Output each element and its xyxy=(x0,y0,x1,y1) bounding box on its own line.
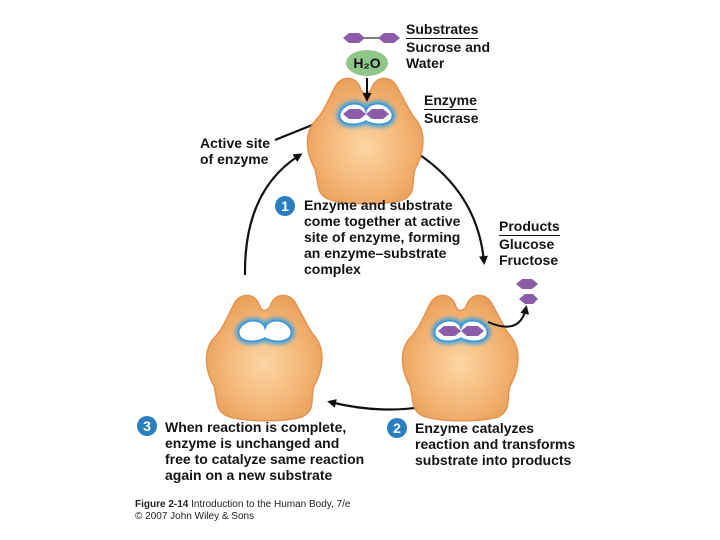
arrow-enzyme-to-products xyxy=(419,154,488,265)
product-glucose-free xyxy=(516,279,538,289)
products-label: Products Glucose Fructose xyxy=(499,218,560,268)
step-2-badge: 2 xyxy=(387,418,407,438)
step-3-line: again on a new substrate xyxy=(165,467,333,483)
active-site-cavity-top xyxy=(339,103,393,126)
substrates-header: Substrates xyxy=(406,21,479,39)
substrates-label: Substrates Sucrose and Water xyxy=(406,21,490,71)
step-2-line: Enzyme catalyzes xyxy=(415,420,535,436)
active-site-line-1: Active site xyxy=(200,135,271,151)
product-fructose-bound xyxy=(461,326,484,336)
products-line-1: Glucose xyxy=(499,236,555,252)
enzyme-header: Enzyme xyxy=(424,92,477,110)
enzyme-name: Sucrase xyxy=(424,110,479,126)
step-1-line: come together at active xyxy=(304,213,461,229)
step-1-text: Enzyme and substrate come together at ac… xyxy=(304,197,460,277)
arrow-products-out xyxy=(487,305,530,328)
product-fructose-free xyxy=(519,294,538,304)
step-1-line: Enzyme and substrate xyxy=(304,197,453,213)
enzyme-bottom-right xyxy=(401,294,519,422)
step-3-line: enzyme is unchanged and xyxy=(165,435,340,451)
bound-substrate-left xyxy=(343,109,366,119)
step-3-badge: 3 xyxy=(137,416,157,436)
step-2-text: Enzyme catalyzes reaction and transforms… xyxy=(415,420,575,468)
caption-line-1: Figure 2-14 Introduction to the Human Bo… xyxy=(135,499,351,511)
step-1-line: complex xyxy=(304,261,361,277)
step-1-line: site of enzyme, forming xyxy=(304,229,461,245)
bound-substrate-right xyxy=(366,109,389,119)
step-2-line: reaction and transforms xyxy=(415,436,576,452)
step-1-badge: 1 xyxy=(275,196,295,216)
caption-figure: Figure 2-14 xyxy=(135,499,189,510)
active-site-line-2: of enzyme xyxy=(200,151,269,167)
substrates-line-1: Sucrose and xyxy=(406,39,491,55)
water-label: H₂O xyxy=(353,55,380,71)
step-3-line: free to catalyze same reaction xyxy=(165,451,365,467)
enzyme-body-top xyxy=(306,77,424,205)
enzyme-top xyxy=(306,77,424,205)
step-3-line: When reaction is complete, xyxy=(165,419,347,435)
active-site-cavity-left xyxy=(238,320,292,343)
product-glucose-bound xyxy=(438,326,461,336)
caption-copyright: © 2007 John Wiley & Sons xyxy=(135,511,255,522)
active-site-cavity-right xyxy=(434,320,488,343)
water-molecule xyxy=(346,50,388,76)
figure-caption: Figure 2-14 Introduction to the Human Bo… xyxy=(135,499,351,523)
products-line-2: Fructose xyxy=(499,252,559,268)
active-site-label: Active site of enzyme xyxy=(200,135,270,167)
step-1-line: an enzyme–substrate xyxy=(304,245,447,261)
substrates-line-2: Water xyxy=(406,55,445,71)
enzyme-body-left xyxy=(205,294,323,422)
sucrose-molecule xyxy=(343,33,400,43)
enzyme-bottom-left xyxy=(205,294,323,422)
products-header: Products xyxy=(499,218,560,236)
step-3-text: When reaction is complete, enzyme is unc… xyxy=(165,419,364,483)
step-2-line: substrate into products xyxy=(415,452,572,468)
arrow-left-to-top xyxy=(243,153,303,276)
enzyme-label: Enzyme Sucrase xyxy=(424,92,478,126)
enzyme-body-right xyxy=(401,294,519,422)
caption-title: Introduction to the Human Body, 7/e xyxy=(191,499,351,510)
